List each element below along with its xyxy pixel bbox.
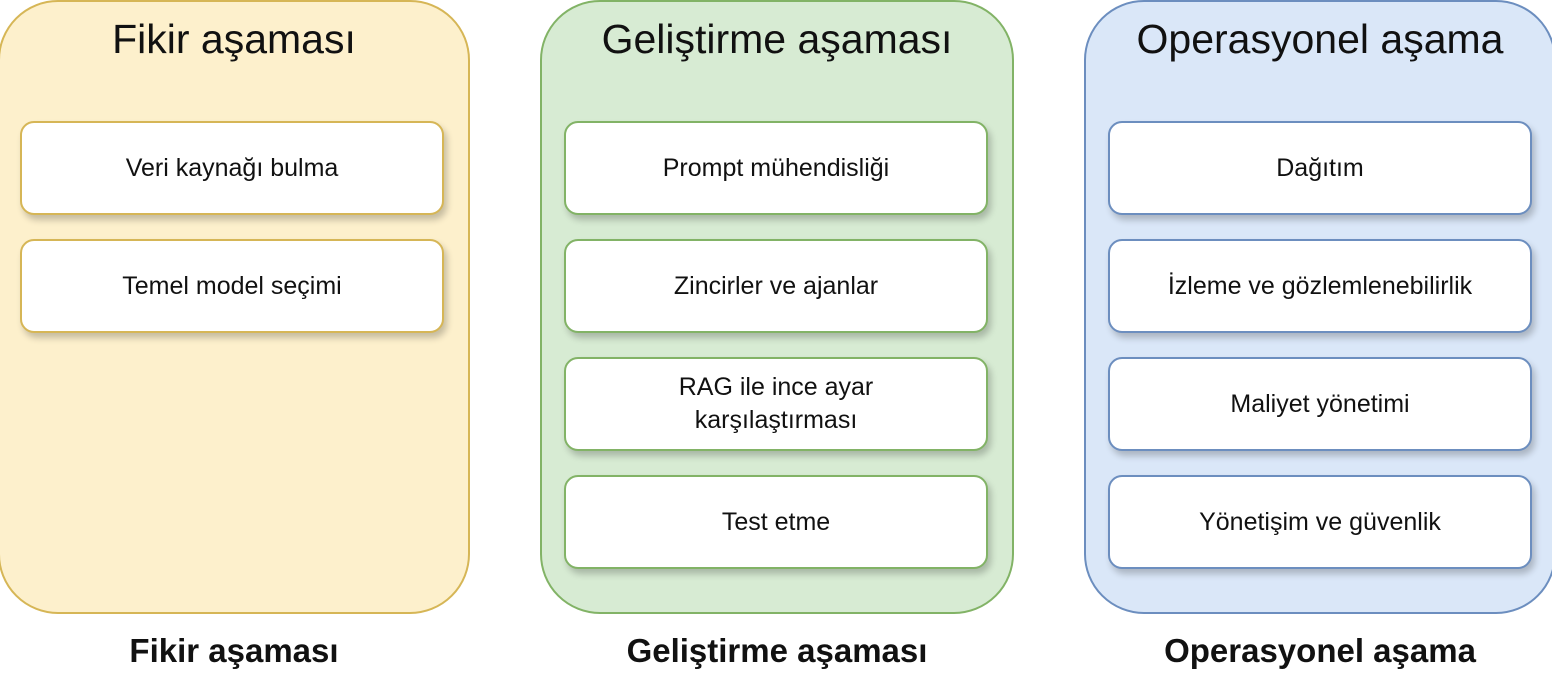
stage-panel-operational: Operasyonel aşama Dağıtım İzleme ve gözl… [1084,0,1552,614]
step-card: Dağıtım [1108,121,1532,215]
step-card: Yönetişim ve güvenlik [1108,475,1532,569]
step-card: Veri kaynağı bulma [20,121,444,215]
step-card: RAG ile ince ayar karşılaştırması [564,357,988,451]
stage-caption: Geliştirme aşaması [626,632,928,669]
step-card: Zincirler ve ajanlar [564,239,988,333]
step-card: Maliyet yönetimi [1108,357,1532,451]
stage-caption: Fikir aşaması [129,632,339,669]
step-card: Temel model seçimi [20,239,444,333]
stage-panel-development: Geliştirme aşaması Prompt mühendisliği Z… [540,0,1014,614]
stage-title: Fikir aşaması [112,16,356,62]
step-card: Test etme [564,475,988,569]
step-card: İzleme ve gözlemlenebilirlik [1108,239,1532,333]
stage-title: Geliştirme aşaması [601,16,953,62]
stage-caption: Operasyonel aşama [1164,632,1476,669]
step-card: Prompt mühendisliği [564,121,988,215]
stage-panel-ideation: Fikir aşaması Veri kaynağı bulma Temel m… [0,0,470,614]
stage-title: Operasyonel aşama [1136,16,1504,62]
